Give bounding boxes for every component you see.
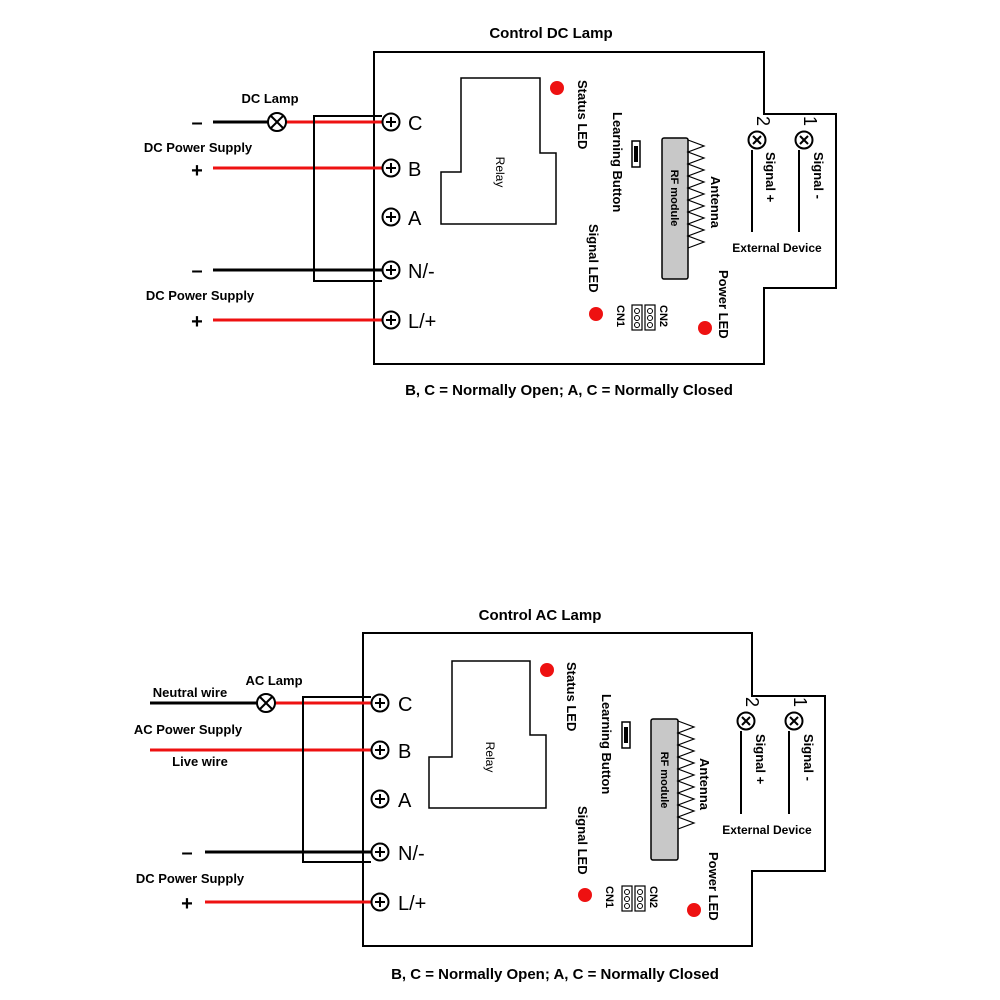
- bottom-status-led-label: Status LED: [564, 662, 579, 731]
- bottom-terminal-a-icon: [370, 789, 390, 809]
- bottom-cn1-label: CN1: [603, 886, 615, 908]
- bottom-neutral-label: Neutral wire: [153, 685, 227, 700]
- top-antenna-label: Antenna: [708, 176, 723, 229]
- top-supply-label-2: DC Power Supply: [146, 288, 255, 303]
- bottom-terminal-l-label: L/+: [398, 893, 426, 915]
- bottom-relay-outline: [428, 660, 547, 809]
- top-status-led-label: Status LED: [575, 80, 590, 149]
- top-terminal-n-label: N/-: [408, 261, 435, 283]
- bottom-antenna-icon: [676, 720, 696, 830]
- top-terminal-l-icon: [381, 310, 401, 330]
- top-terminal-b-label: B: [408, 159, 421, 181]
- top-terminal-a-label: A: [408, 208, 422, 230]
- top-rf-module: [661, 137, 689, 280]
- top-external-device-label: External Device: [732, 241, 822, 255]
- top-cn2-label: CN2: [657, 305, 669, 327]
- top-relay-outline: [440, 77, 557, 225]
- top-signal-led-label: Signal LED: [586, 224, 601, 293]
- top-lamp-icon: [267, 112, 287, 132]
- bottom-lamp-label: AC Lamp: [245, 673, 302, 688]
- top-terminal-c-label: C: [408, 113, 422, 135]
- top-supply-label-1: DC Power Supply: [144, 140, 253, 155]
- top-relay-label: Relay: [493, 157, 507, 188]
- bottom-external-device-label: External Device: [722, 823, 812, 837]
- bottom-terminal-b-icon: [370, 740, 390, 760]
- top-signal-led: [589, 307, 603, 321]
- top-sign-minus-2: –: [191, 260, 202, 282]
- bottom-dc-supply-label: DC Power Supply: [136, 871, 245, 886]
- top-terminal-1-label: 1: [800, 116, 820, 126]
- top-power-led-label: Power LED: [716, 270, 731, 339]
- top-power-led: [698, 321, 712, 335]
- top-terminal-2-icon: [747, 130, 767, 150]
- bottom-terminal-n-label: N/-: [398, 843, 425, 865]
- top-terminal-a-icon: [381, 207, 401, 227]
- top-rf-module-label: RF module: [668, 170, 680, 227]
- bottom-terminal-a-label: A: [398, 790, 412, 812]
- bottom-rf-module: [650, 718, 679, 861]
- bottom-signal-led-label: Signal LED: [575, 806, 590, 875]
- bottom-title: Control AC Lamp: [479, 607, 602, 624]
- bottom-signal-led: [578, 888, 592, 902]
- top-cn1-label: CN1: [614, 305, 626, 327]
- top-terminal-n-icon: [381, 260, 401, 280]
- bottom-sign-minus: –: [181, 842, 192, 864]
- bottom-relay-label: Relay: [483, 742, 497, 773]
- bottom-board-outline: [362, 632, 826, 947]
- bottom-signal-minus-label: Signal -: [801, 734, 816, 781]
- top-status-led: [550, 81, 564, 95]
- bottom-power-led-label: Power LED: [706, 852, 721, 921]
- bottom-lamp-icon: [256, 693, 276, 713]
- bottom-power-led: [687, 903, 701, 917]
- bottom-antenna-label: Antenna: [697, 758, 712, 811]
- top-terminal-l-label: L/+: [408, 311, 436, 333]
- bottom-terminal-c-icon: [370, 693, 390, 713]
- bottom-terminal-l-icon: [370, 892, 390, 912]
- top-sign-plus-2: +: [191, 311, 203, 333]
- top-caption: B, C = Normally Open; A, C = Normally Cl…: [405, 382, 733, 399]
- bottom-terminal-c-label: C: [398, 694, 412, 716]
- top-diagram: Control DC Lamp Relay DC Lamp – DC Power…: [144, 25, 837, 399]
- bottom-terminal-1-icon: [784, 711, 804, 731]
- top-signal-plus-label: Signal +: [763, 152, 778, 203]
- top-sign-plus-1: +: [191, 160, 203, 182]
- bottom-diagram: Control AC Lamp Relay AC Lamp Neutral wi…: [134, 607, 826, 983]
- bottom-ac-supply-label: AC Power Supply: [134, 722, 243, 737]
- top-terminal-1-icon: [794, 130, 814, 150]
- bottom-live-label: Live wire: [172, 754, 228, 769]
- top-sign-minus-1: –: [191, 112, 202, 134]
- bottom-rf-module-label: RF module: [658, 752, 670, 809]
- bottom-terminal-n-icon: [370, 842, 390, 862]
- top-antenna-icon: [686, 139, 706, 249]
- bottom-terminal-2-icon: [736, 711, 756, 731]
- bottom-terminal-2-label: 2: [742, 697, 762, 707]
- bottom-status-led: [540, 663, 554, 677]
- bottom-signal-plus-label: Signal +: [753, 734, 768, 785]
- bottom-jumper-wire: [302, 696, 371, 863]
- top-terminal-b-icon: [381, 158, 401, 178]
- bottom-caption: B, C = Normally Open; A, C = Normally Cl…: [391, 966, 719, 983]
- bottom-terminal-1-label: 1: [790, 697, 810, 707]
- top-terminal-2-label: 2: [753, 116, 773, 126]
- top-lamp-label: DC Lamp: [241, 91, 298, 106]
- bottom-terminal-b-label: B: [398, 741, 411, 763]
- top-board-outline: [373, 51, 837, 365]
- top-learning-button-label: Learning Button: [610, 112, 625, 212]
- top-terminal-c-icon: [381, 112, 401, 132]
- top-signal-minus-label: Signal -: [811, 152, 826, 199]
- bottom-learning-button-label: Learning Button: [599, 694, 614, 794]
- top-title: Control DC Lamp: [489, 25, 612, 42]
- bottom-sign-plus: +: [181, 893, 193, 915]
- top-jumper-wire: [313, 115, 382, 282]
- bottom-cn2-label: CN2: [647, 886, 659, 908]
